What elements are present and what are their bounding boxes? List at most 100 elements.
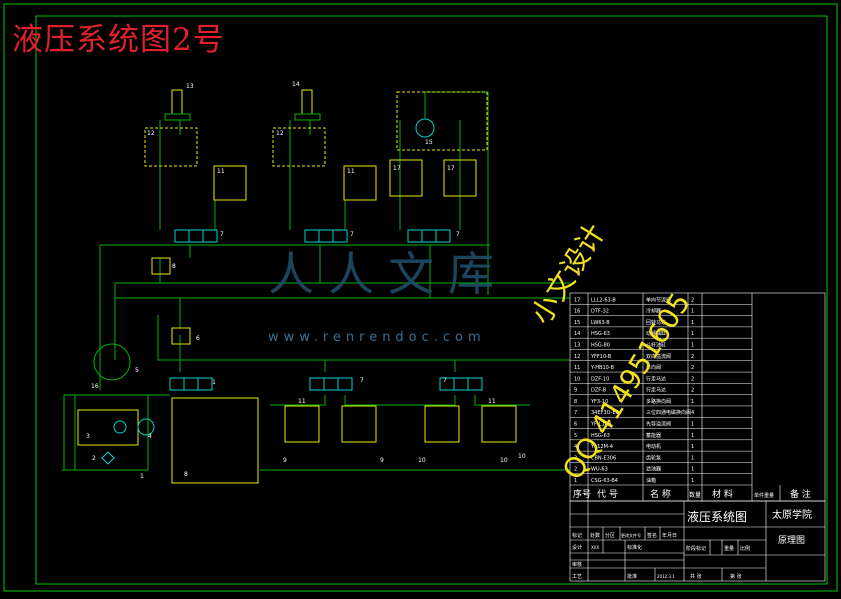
- parts-header-material: 材 料: [712, 488, 733, 500]
- rotary-motor-15: [415, 118, 435, 138]
- parts-cell-qty: 1: [691, 320, 694, 326]
- parts-cell-name: 行走马达: [646, 387, 666, 394]
- pipe-lines: [62, 91, 570, 471]
- parts-header-qty: 数量: [689, 491, 701, 499]
- relief-6: [171, 327, 191, 345]
- watermark-text: 人人文库: [268, 247, 508, 301]
- parts-cell-seq: 3: [574, 455, 577, 461]
- label-8: 8: [172, 263, 176, 270]
- parts-header-code: 代 号: [597, 489, 618, 500]
- parts-cell-code: HSG-80: [591, 342, 610, 348]
- relief-8: [151, 257, 171, 275]
- mark-3: 更改文件号: [621, 532, 641, 538]
- parts-cell-name: 先导溢流阀: [646, 421, 671, 428]
- parts-cell-seq: 8: [574, 399, 577, 405]
- label-7a: 7: [220, 231, 224, 238]
- label-1: 1: [140, 473, 144, 480]
- parts-cell-name: 电动机: [646, 443, 661, 450]
- throttle-17b: [443, 159, 477, 197]
- parts-cell-qty: 1: [691, 433, 694, 439]
- label-14: 14: [292, 81, 300, 88]
- label-7d: 7: [360, 377, 364, 384]
- parts-cell-seq: 2: [574, 467, 577, 473]
- drawing-name: 液压系统图: [687, 509, 747, 524]
- electric-motor-4: [137, 418, 155, 436]
- parts-cell-code: CBN-E306: [591, 455, 616, 461]
- parts-cell-code: LLL2-63-B: [591, 297, 616, 303]
- parts-cell-code: Y-HB10-B: [590, 365, 614, 371]
- travel-motor-10b: [481, 405, 517, 443]
- component-labels: 13 14 12 12 11 11 15 17 17 7 7 7 8 6 5 1…: [86, 81, 526, 480]
- parts-header-seq: 序号: [573, 488, 591, 500]
- directional-valves: [169, 229, 483, 391]
- filter-box: [63, 394, 149, 471]
- parts-cell-name: 蓄能器: [646, 432, 661, 439]
- relief-valve-12b: [272, 127, 326, 167]
- parts-cell-code: LW63-B: [591, 320, 610, 326]
- drawing-title: 液压系统图2号: [12, 22, 225, 58]
- parts-cell-seq: 11: [574, 365, 580, 371]
- mark-5: 年月日: [662, 532, 677, 539]
- accumulator-5: [93, 343, 131, 381]
- parts-cell-qty: 1: [691, 331, 694, 337]
- travel-motor-10a: [424, 405, 460, 443]
- circle-symbols: [93, 343, 155, 465]
- throttle-17a: [389, 159, 423, 197]
- parts-cell-code: CSG-63-B4: [591, 478, 618, 484]
- school-name: 太原学院: [772, 508, 812, 521]
- parts-cell-qty: 1: [691, 399, 694, 405]
- standardize-label: 标准化: [627, 544, 642, 551]
- multi-valve-8: [171, 397, 259, 484]
- parts-cell-code: DZF-10: [591, 376, 609, 382]
- label-3: 3: [86, 433, 90, 440]
- parts-cell-name: 单向阀: [646, 364, 661, 371]
- label-16: 16: [91, 383, 99, 390]
- mark-2: 分区: [605, 532, 615, 539]
- mark-0: 标记: [572, 532, 582, 539]
- parts-cell-qty: 2: [691, 297, 694, 303]
- parts-cell-qty: 1: [691, 309, 694, 315]
- label-11a: 11: [217, 168, 225, 175]
- filter-2: [101, 451, 115, 465]
- label-2: 2: [92, 455, 96, 462]
- label-10b: 10: [500, 457, 508, 464]
- label-6: 6: [196, 335, 200, 342]
- sign-val: XXX: [591, 545, 599, 550]
- parts-cell-name: 三位四通电磁换向阀: [646, 409, 691, 416]
- parts-cell-name: 滤油器: [646, 466, 661, 473]
- parts-cell-code: YF-L10B: [590, 422, 612, 428]
- components: [63, 89, 517, 484]
- label-4: 4: [148, 433, 152, 440]
- label-15: 15: [425, 139, 433, 146]
- parts-cell-name: 行走马达: [646, 375, 666, 382]
- label-10a: 10: [418, 457, 426, 464]
- parts-cell-code: DZF-B: [591, 388, 607, 394]
- label-17b: 17: [447, 165, 455, 172]
- parts-cell-seq: 1: [574, 478, 577, 484]
- parts-cell-name: 冷却器: [646, 308, 661, 315]
- cylinder-13: [171, 89, 183, 115]
- parts-cell-code: Y112M-4: [590, 444, 613, 450]
- inner-frame: [35, 15, 828, 585]
- label-13: 13: [186, 83, 194, 90]
- motor-box-15: [396, 91, 488, 151]
- parts-cell-name: 油箱: [646, 477, 656, 484]
- parts-cell-code: 34EF3O-E6: [591, 410, 619, 416]
- parts-header-unit_weight: 单件重量: [754, 492, 774, 499]
- stage-1: 重量: [724, 545, 734, 552]
- parts-cell-code: WU-63: [591, 467, 608, 473]
- parts-cell-seq: 9: [574, 388, 577, 394]
- parts-cell-qty: 1: [691, 342, 694, 348]
- parts-cell-qty: 1: [691, 478, 694, 484]
- parts-cell-name: 多路换向阀: [646, 398, 671, 405]
- parts-cell-seq: 7: [574, 410, 577, 416]
- date-val: 2012.3.1: [657, 574, 675, 579]
- stage-2: 比例: [740, 545, 750, 552]
- parts-cell-seq: 12: [574, 354, 580, 360]
- parts-cell-seq: 4: [574, 444, 577, 450]
- travel-motor-9a: [284, 405, 320, 443]
- label-1b: 1: [212, 379, 216, 386]
- parts-cell-code: HSG-63: [591, 433, 610, 439]
- sheet-no: 第 张: [730, 573, 742, 580]
